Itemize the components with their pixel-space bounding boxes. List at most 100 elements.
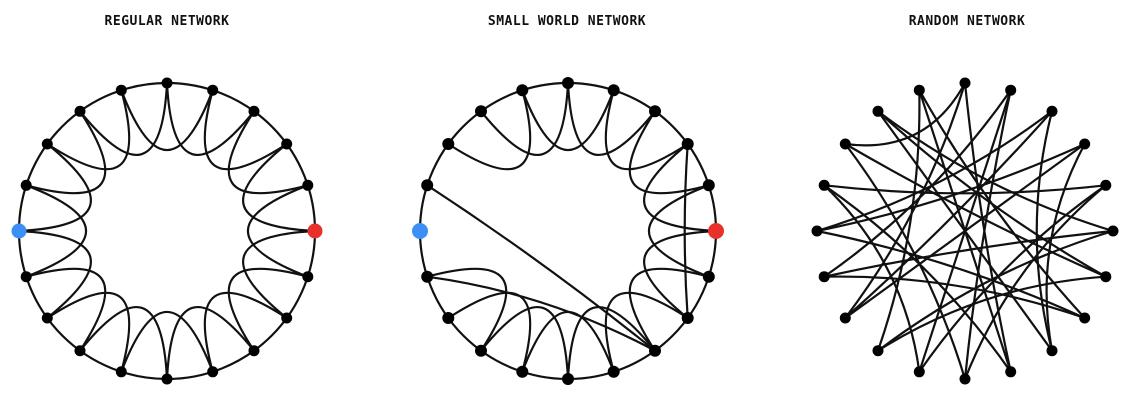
node (74, 105, 86, 117)
node (302, 179, 314, 191)
node (818, 179, 830, 191)
panel-title-regular: REGULAR NETWORK (104, 14, 230, 29)
node (649, 344, 661, 357)
node (161, 77, 173, 89)
node (681, 312, 694, 324)
skip-edge (46, 291, 131, 373)
shortcut-edge (427, 275, 656, 352)
random-edge (823, 184, 1012, 373)
skip-edge (566, 306, 656, 380)
random-edge (1045, 143, 1086, 351)
random-edge (823, 89, 1012, 278)
skip-edge (242, 143, 316, 233)
ring-edge (17, 81, 317, 381)
node (1100, 271, 1112, 283)
random-edge (844, 110, 1053, 319)
node (1107, 225, 1119, 237)
skip-edge (227, 267, 309, 352)
node (442, 312, 455, 324)
node (1079, 138, 1091, 150)
skip-edge (426, 267, 508, 352)
node (562, 77, 574, 89)
skip-edge (242, 229, 316, 319)
random-network-graph (811, 77, 1119, 385)
end-node (307, 223, 323, 239)
skip-edge (203, 89, 288, 171)
node (248, 345, 260, 357)
node (1005, 366, 1017, 378)
skip-edge (480, 306, 570, 380)
node (818, 271, 830, 283)
node (281, 138, 293, 150)
node (839, 138, 851, 150)
small-world-network-graph (412, 77, 724, 385)
node (959, 77, 971, 89)
node (913, 84, 925, 96)
skip-edge (120, 311, 214, 373)
node (74, 345, 86, 357)
random-edge (845, 82, 966, 147)
skip-edge (203, 291, 288, 373)
skip-edge (604, 89, 689, 171)
random-edge (844, 143, 967, 380)
end-node (708, 223, 724, 239)
random-edge (876, 90, 921, 352)
node (115, 84, 127, 96)
node (681, 138, 694, 150)
skip-edge (521, 89, 615, 151)
skip-edge (18, 143, 92, 233)
node (248, 105, 260, 117)
node (516, 84, 529, 97)
random-edge (816, 110, 1053, 233)
shortcut-edge (426, 184, 656, 352)
start-node (11, 223, 27, 239)
node (207, 84, 219, 96)
node (1100, 179, 1112, 191)
random-edge (844, 82, 967, 319)
node (115, 366, 127, 378)
node (516, 365, 529, 378)
skip-edge (25, 267, 107, 352)
node (20, 271, 32, 283)
node (41, 138, 53, 150)
skip-edge (643, 229, 717, 319)
node (872, 105, 884, 117)
node (1079, 312, 1091, 324)
skip-edge (25, 184, 87, 278)
random-edge (963, 184, 1107, 380)
ring-edge (418, 81, 718, 381)
node (1046, 345, 1058, 357)
skip-edge (79, 82, 169, 156)
random-edge (918, 184, 1107, 373)
node (475, 105, 487, 118)
node (1046, 105, 1058, 117)
node (702, 179, 715, 192)
node (607, 365, 620, 378)
skip-edge (521, 311, 615, 373)
node (562, 373, 574, 385)
skip-edge (46, 89, 131, 171)
node (475, 344, 487, 357)
random-edge (844, 143, 1107, 278)
node (281, 312, 293, 324)
random-edge (824, 184, 1106, 195)
node (607, 84, 620, 97)
node (959, 373, 971, 385)
skip-edge (165, 306, 255, 380)
skip-edge (480, 82, 570, 156)
random-edge (816, 229, 1086, 320)
start-node (412, 223, 428, 239)
node (302, 271, 314, 283)
node (649, 105, 661, 118)
skip-edge (447, 89, 532, 171)
random-edge (816, 142, 1086, 233)
random-edge (823, 184, 921, 372)
node (207, 366, 219, 378)
skip-edge (120, 89, 214, 151)
panel-regular: REGULAR NETWORK (0, 0, 334, 410)
random-edge (918, 89, 1012, 373)
node (41, 312, 53, 324)
skip-edge (227, 110, 309, 195)
skip-edge (604, 291, 689, 373)
skip-edge (18, 229, 92, 319)
